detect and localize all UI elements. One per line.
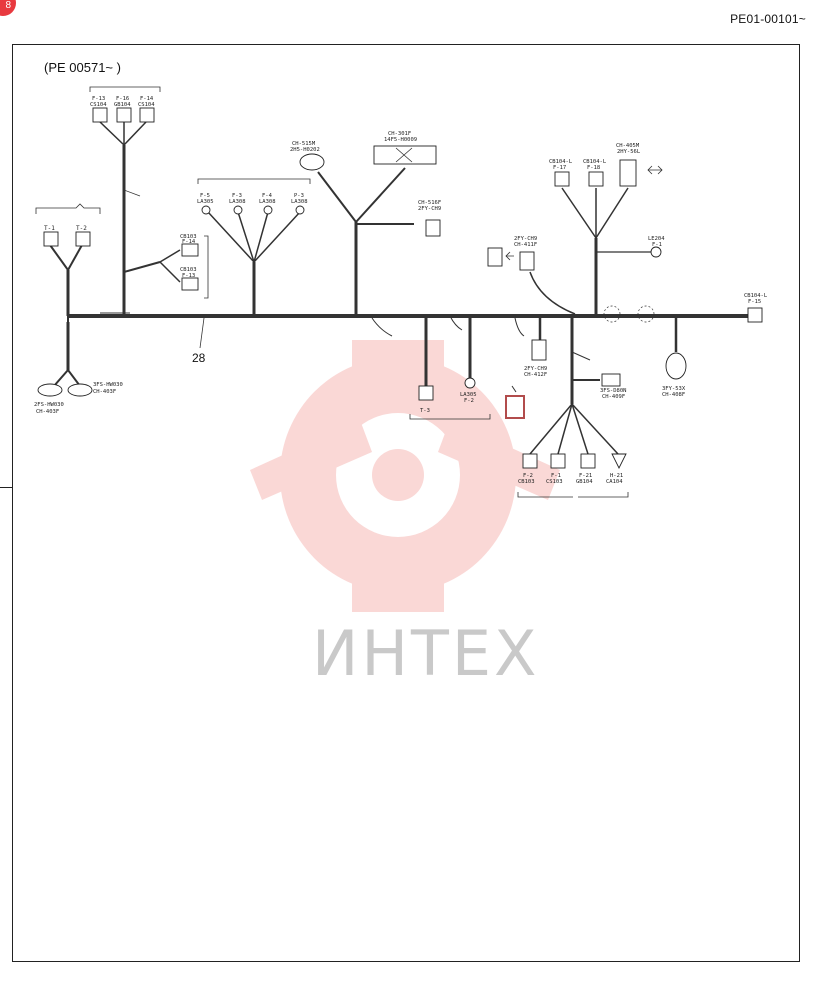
label-ch403-line2: CH-403F — [36, 409, 59, 415]
label-ch408-line2: CH-408F — [662, 392, 685, 398]
label-cb104l-c-line1: CB104-L — [744, 293, 768, 299]
label-f21-line2: GB104 — [576, 479, 593, 485]
branch-ch403 — [37, 322, 93, 397]
label-ch515-line1: CH-515M — [292, 141, 316, 147]
label-cb104l-c-line2: F-15 — [748, 299, 761, 305]
branch-t3-la305 — [371, 315, 525, 420]
branch-ch411 — [487, 247, 576, 315]
label-ch405-line1: CH-405M — [616, 143, 640, 149]
branch-lower-right — [517, 316, 687, 498]
label-la305-line1: LA305 — [460, 392, 477, 398]
label-ch516-line2: 2FY-CH9 — [418, 206, 441, 212]
label-cb103b-line2: F-13 — [182, 273, 195, 279]
label-ch412-line2: CH-412F — [524, 372, 547, 378]
label-ch405-line2: 2HY-56L — [617, 149, 641, 155]
label-cb103a-line1: CB103 — [180, 234, 197, 240]
left-margin-mark — [0, 487, 12, 488]
label-f4-line2: LA308 — [259, 199, 276, 205]
label-f14-line1: F-14 — [140, 96, 154, 102]
label-ch301-line2: 14F5-H0009 — [384, 137, 417, 143]
branch-ch412 — [505, 316, 547, 419]
label-t2: T-2 — [76, 225, 87, 232]
branch-cb103 — [123, 235, 209, 299]
label-f13-line2: CS104 — [90, 102, 107, 108]
label-cb104l-b-line1: CB104-L — [583, 159, 607, 165]
label-cb103a-line2: F-14 — [182, 239, 196, 245]
branch-f13-f16-f14 — [89, 86, 161, 316]
label-cb104l-b-line2: F-18 — [587, 165, 600, 171]
label-h21-line1: H-21 — [610, 473, 623, 479]
label-la305-line2: F-2 — [464, 398, 474, 404]
label-ch515-line2: 2H5-H0202 — [290, 147, 320, 153]
label-f2-line2: CB103 — [518, 479, 535, 485]
harness-number: 28 — [192, 351, 206, 365]
corner-badge-label: 8 — [5, 0, 11, 11]
branch-cb104-ch405 — [554, 159, 663, 316]
label-ch516-line1: CH-516F — [418, 200, 441, 206]
harness-leader — [199, 317, 205, 349]
label-f16-line1: F-16 — [116, 96, 129, 102]
label-t3: T-3 — [420, 408, 430, 414]
label-f5-line1: F-5 — [200, 193, 210, 199]
label-f1-line2: CS103 — [546, 479, 563, 485]
label-f14-line2: CS104 — [138, 102, 155, 108]
label-cb104l-a-line2: F-17 — [553, 165, 566, 171]
label-f13-line1: F-13 — [92, 96, 105, 102]
label-ch403b-line1: 3FS-HW030 — [93, 382, 123, 388]
branch-t1-t2 — [35, 203, 101, 316]
label-t1: T-1 — [44, 225, 55, 232]
label-f2-line1: F-2 — [523, 473, 533, 479]
main-trunk — [67, 312, 760, 322]
drawing-frame — [12, 44, 800, 962]
label-ch409-line1: 3FS-D80N — [600, 388, 627, 394]
watermark-logo — [250, 340, 560, 612]
label-le204-line1: LE204 — [648, 236, 665, 242]
label-ch411-line1: 2FY-CH9 — [514, 236, 537, 242]
label-f3-line1: F-3 — [232, 193, 242, 199]
label-ch403-line1: 2FS-HW030 — [34, 402, 64, 408]
watermark-text: ИНТЕХ — [312, 617, 540, 690]
label-f4-line1: F-4 — [262, 193, 273, 199]
revision-note: (PE 00571~ ) — [44, 60, 121, 75]
label-le204-line2: F-1 — [652, 242, 662, 248]
label-ch411-line2: CH-411F — [514, 242, 537, 248]
label-p3-line1: P-3 — [294, 193, 304, 199]
label-f21-line1: F-21 — [579, 473, 592, 479]
corner-badge: 8 — [0, 0, 16, 16]
label-ch408-line1: 3FY-53X — [662, 386, 686, 392]
label-ch409-line2: CH-409F — [602, 394, 625, 400]
label-h21-line2: CA104 — [606, 479, 623, 485]
label-f5-line2: LA305 — [197, 199, 214, 205]
label-cb103b-line1: CB103 — [180, 267, 197, 273]
label-p3-line2: LA308 — [291, 199, 308, 205]
label-ch301-line1: CH-301F — [388, 131, 411, 137]
label-ch403b-line2: CH-403F — [93, 389, 116, 395]
label-f3-line2: LA308 — [229, 199, 246, 205]
label-ch412-line1: 2FY-CH9 — [524, 366, 547, 372]
label-f16-line2: GB104 — [114, 102, 131, 108]
branch-ch515-ch301 — [299, 145, 441, 316]
label-cb104l-a-line1: CB104-L — [549, 159, 573, 165]
document-id: PE01-00101~ — [730, 12, 806, 26]
label-f1-line1: F-1 — [551, 473, 561, 479]
branch-la308 — [197, 178, 311, 316]
branch-cb104l-f15 — [603, 305, 763, 323]
